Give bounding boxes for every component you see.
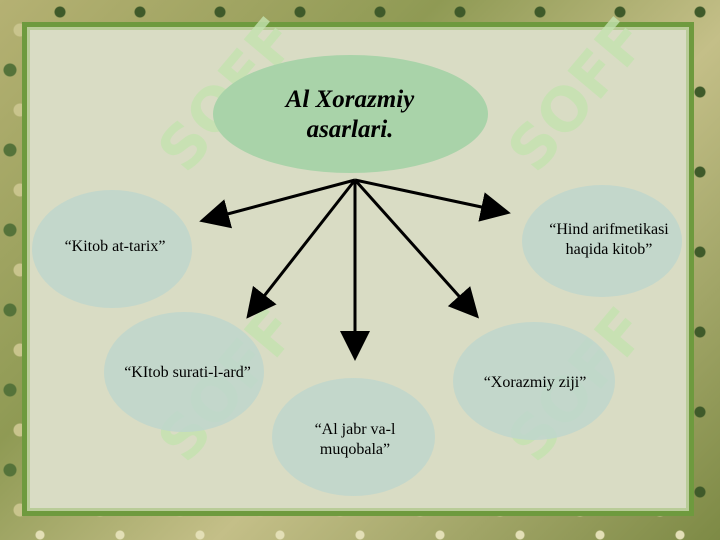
node-kitob-surati: “KItob surati-l-ard” (124, 364, 251, 381)
bubble-kitob-surati (104, 312, 264, 432)
arrow-to-hind-arifmetikasi (354, 178, 511, 222)
bubble-hind-arifmetikasi (522, 185, 682, 297)
center-bubble (213, 55, 488, 173)
node-xorazmiy-ziji: “Xorazmiy ziji” (483, 374, 587, 391)
node-hind-arifmetikasi: “Hind arifmetikasi haqida kitob” (549, 221, 669, 258)
bubble-xorazmiy-ziji (453, 322, 615, 440)
arrow-to-kitob-at-tarix (199, 178, 356, 229)
center-title: Al Xorazmiy asarlari. (285, 86, 415, 143)
node-kitob-at-tarix: “Kitob at-tarix” (64, 238, 166, 255)
arrow-to-xorazmiy-ziji (353, 178, 480, 319)
node-al-jabr: “Al jabr va-l muqobala” (314, 421, 396, 458)
bubble-al-jabr (272, 378, 435, 496)
arrow-to-kitob-surati (246, 179, 357, 319)
bubble-kitob-at-tarix (32, 190, 192, 308)
